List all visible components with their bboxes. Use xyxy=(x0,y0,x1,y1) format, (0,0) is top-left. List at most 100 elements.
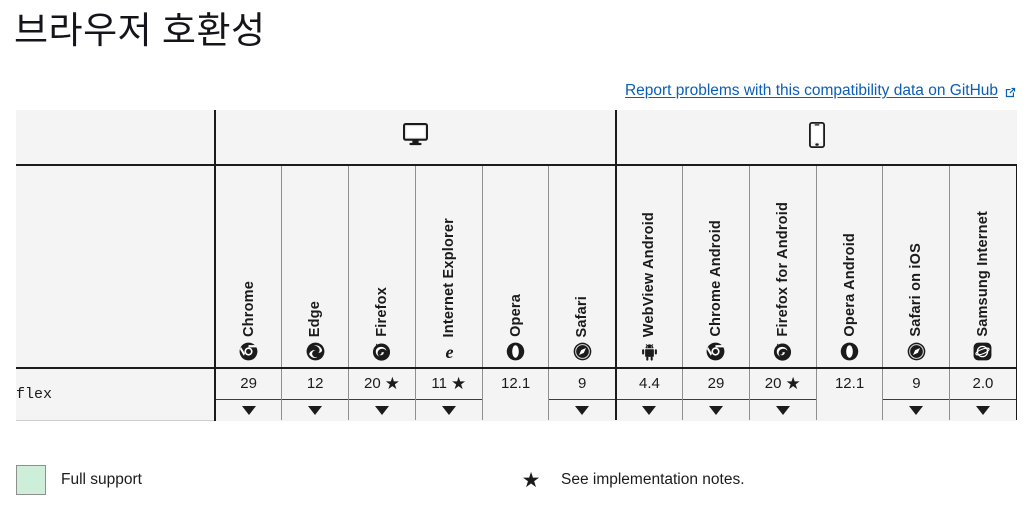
browser-header-opera-android: Opera Android xyxy=(815,165,883,369)
expand-toggle-icon[interactable] xyxy=(883,400,949,420)
expand-toggle-icon[interactable] xyxy=(416,400,482,420)
browser-name-label: Opera xyxy=(507,294,524,337)
svg-text:e: e xyxy=(446,342,454,361)
opera-icon xyxy=(840,342,859,361)
mobile-phone-icon xyxy=(808,121,825,148)
browser-name-label: Edge xyxy=(307,300,324,337)
support-value: 29 xyxy=(216,369,282,400)
device-group-desktop xyxy=(214,110,616,166)
expand-toggle-icon[interactable] xyxy=(349,400,415,420)
support-cell-safari-on-ios[interactable]: 9 xyxy=(882,368,950,420)
support-value: 20 ★ xyxy=(749,369,816,400)
support-value: 20 ★ xyxy=(349,369,415,400)
support-value: 29 xyxy=(683,369,749,400)
browser-header-edge: Edge xyxy=(281,165,349,369)
device-group-mobile xyxy=(614,110,1017,166)
external-link-icon xyxy=(1004,86,1017,99)
browser-name-label: Firefox for Android xyxy=(774,202,791,337)
safari-icon xyxy=(573,342,592,361)
edge-icon xyxy=(306,342,325,361)
internet-explorer-icon: e xyxy=(439,342,458,361)
version-number: 29 xyxy=(240,375,257,392)
legend-label: See implementation notes. xyxy=(561,471,745,488)
firefox-icon xyxy=(773,342,792,361)
browser-header-row: Chrome xyxy=(16,165,1017,369)
support-cell-firefox-for-android[interactable]: 20 ★ xyxy=(748,368,817,420)
browser-name-label: Samsung Internet xyxy=(974,211,991,337)
support-cell-opera[interactable]: 12.1 xyxy=(481,368,549,420)
support-value: 4.4 xyxy=(616,369,683,400)
support-cell-internet-explorer[interactable]: 11 ★ xyxy=(414,368,483,420)
browser-header-samsung-internet: Samsung Internet xyxy=(949,165,1017,369)
chrome-icon xyxy=(706,342,725,361)
desktop-monitor-icon xyxy=(402,123,428,146)
feature-name-flex: flex xyxy=(16,368,215,421)
support-value: 9 xyxy=(883,369,950,400)
full-support-swatch xyxy=(16,465,46,495)
support-cell-samsung-internet[interactable]: 2.0 xyxy=(949,368,1017,420)
version-number: 20 xyxy=(764,375,782,392)
browser-header-internet-explorer: Internet Explorer e xyxy=(414,165,483,369)
legend-item-implementation-notes: ★ See implementation notes. xyxy=(516,470,745,491)
browser-name-label: Chrome Android xyxy=(707,220,724,337)
support-cell-safari[interactable]: 9 xyxy=(548,368,616,420)
expand-toggle-icon[interactable] xyxy=(216,400,281,420)
browser-name-label: Firefox xyxy=(373,287,390,337)
version-number: 12.1 xyxy=(500,375,531,392)
browser-name-label: WebView Android xyxy=(641,211,658,337)
version-number: 2.0 xyxy=(972,375,994,392)
browser-header-chrome-android: Chrome Android xyxy=(682,165,750,369)
support-value: 2.0 xyxy=(950,369,1016,400)
expand-toggle-icon[interactable] xyxy=(282,400,348,420)
support-cell-edge[interactable]: 12 xyxy=(281,368,349,420)
table-corner-cell xyxy=(16,110,215,166)
compatibility-table: Chrome xyxy=(16,110,1017,421)
browser-name-label: Safari xyxy=(574,295,591,338)
expand-toggle-icon[interactable] xyxy=(683,400,749,420)
samsung-internet-icon xyxy=(973,342,992,361)
support-cell-firefox[interactable]: 20 ★ xyxy=(348,368,416,420)
support-cell-opera-android[interactable]: 12.1 xyxy=(815,368,883,420)
support-cell-webview-android[interactable]: 4.4 xyxy=(614,368,683,420)
version-number: 12 xyxy=(306,375,324,392)
support-value: 9 xyxy=(549,369,615,400)
feature-column-header xyxy=(16,165,215,369)
version-number: 4.4 xyxy=(639,375,660,392)
table-row: flex 29 12 xyxy=(16,368,1017,421)
implementation-note-star-icon: ★ xyxy=(384,373,400,393)
support-cell-chrome[interactable]: 29 xyxy=(214,368,282,420)
report-problems-link[interactable]: Report problems with this compatibility … xyxy=(624,82,998,99)
version-number: 12.1 xyxy=(834,375,865,392)
version-number: 20 xyxy=(364,375,381,392)
browser-header-chrome: Chrome xyxy=(214,165,282,369)
version-number: 29 xyxy=(707,375,725,392)
version-number: 9 xyxy=(577,375,587,392)
report-problems-row: Report problems with this compatibility … xyxy=(625,80,1017,102)
legend-label: Full support xyxy=(61,471,142,488)
support-cell-chrome-android[interactable]: 29 xyxy=(682,368,750,420)
browser-name-label: Opera Android xyxy=(841,233,858,337)
version-number: 11 xyxy=(431,375,447,392)
implementation-note-star-icon: ★ xyxy=(450,373,467,393)
expand-toggle-icon[interactable] xyxy=(950,400,1015,420)
expand-toggle-icon[interactable] xyxy=(617,400,682,420)
legend-item-full-support: Full support xyxy=(16,465,516,495)
support-value: 11 ★ xyxy=(415,369,482,400)
browser-header-firefox: Firefox xyxy=(348,165,416,369)
device-group-header-row xyxy=(16,110,1017,166)
implementation-note-star-icon: ★ xyxy=(521,468,541,492)
browser-header-safari: Safari xyxy=(548,165,616,369)
expand-toggle-icon[interactable] xyxy=(549,400,614,420)
version-number: 9 xyxy=(912,375,921,392)
android-icon xyxy=(640,342,659,361)
implementation-note-star-icon: ★ xyxy=(785,373,801,393)
support-value: 12 xyxy=(282,369,349,400)
legend: Full support ★ See implementation notes. xyxy=(16,458,1017,502)
chrome-icon xyxy=(239,342,258,361)
browser-name-label: Safari on iOS xyxy=(908,243,925,337)
safari-icon xyxy=(907,342,926,361)
page-title: 브라우저 호환성 xyxy=(14,11,266,52)
compatibility-table-container: Chrome xyxy=(16,110,1017,422)
expand-toggle-icon[interactable] xyxy=(750,400,816,420)
